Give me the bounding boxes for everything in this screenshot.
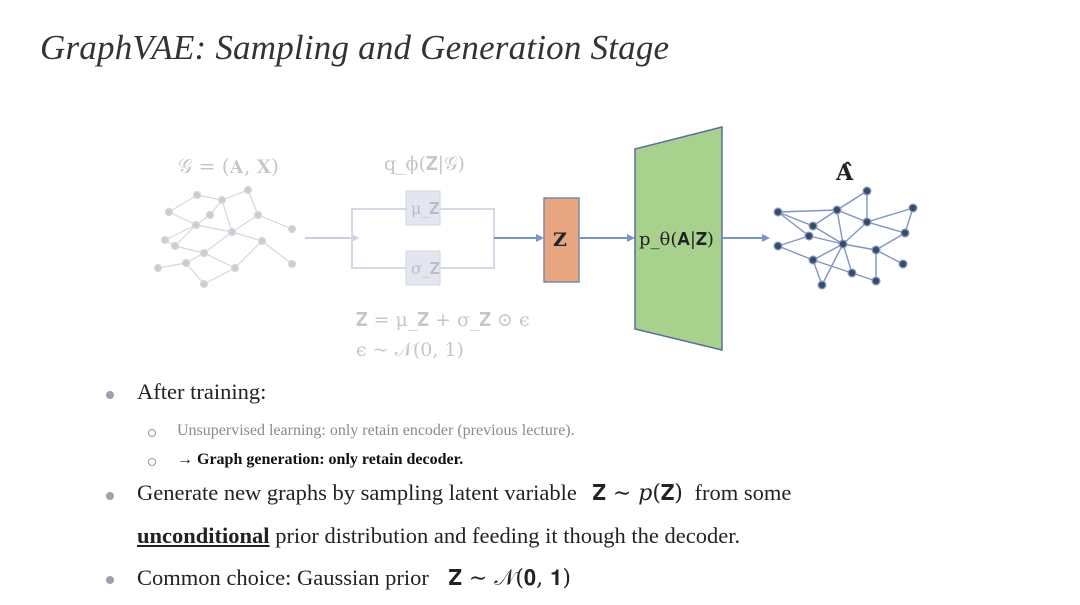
encoder-label: q_ϕ(𝐙|𝒢) bbox=[384, 153, 465, 175]
z-box bbox=[543, 197, 580, 283]
slide-title: GraphVAE: Sampling and Generation Stage bbox=[40, 28, 670, 67]
bullet-dot bbox=[106, 576, 114, 584]
b3-math: 𝐙 ∼ 𝒩(𝟎, 𝟏) bbox=[448, 566, 571, 591]
b2-text1: Generate new graphs by sampling latent v… bbox=[137, 480, 577, 505]
reparam-equation: 𝐙 = μ_𝐙 + σ_𝐙 ⊙ ϵ bbox=[356, 309, 530, 331]
b3-text: Common choice: Gaussian prior bbox=[137, 565, 429, 590]
unconditional-emphasis: unconditional bbox=[137, 523, 270, 548]
z-label: 𝐙 bbox=[553, 229, 567, 251]
sigma-label: σ_𝐙 bbox=[411, 259, 440, 278]
decoder-trapezoid bbox=[634, 126, 723, 351]
b2-math: 𝐙 ∼ 𝑝(𝐙) bbox=[592, 481, 683, 506]
b2-line2-rest: prior distribution and feeding it though… bbox=[275, 523, 741, 548]
bullet-dot bbox=[106, 492, 114, 500]
output-graph bbox=[773, 186, 918, 290]
arrowhead-1 bbox=[352, 234, 359, 242]
input-graph bbox=[153, 185, 297, 289]
noise-equation: ϵ ~ 𝒩(0, 1) bbox=[356, 339, 464, 361]
bullet-after-training: After training: bbox=[137, 379, 267, 404]
sigma-box bbox=[405, 250, 441, 286]
bullet-common-choice: Common choice: Gaussian prior 𝐙 ∼ 𝒩(𝟎, 𝟏… bbox=[137, 565, 571, 591]
arrowhead-2 bbox=[536, 234, 544, 242]
arrowhead-4 bbox=[762, 234, 770, 242]
mu-box bbox=[405, 190, 441, 226]
sub2-text: Graph generation: only retain decoder. bbox=[197, 451, 464, 468]
arrowhead-3 bbox=[627, 234, 635, 242]
input-graph-label: 𝒢 = (𝐀, 𝐗) bbox=[178, 154, 279, 178]
bullet-generate-line2: unconditional prior distribution and fee… bbox=[137, 523, 740, 549]
bullet-generate-line1: Generate new graphs by sampling latent v… bbox=[137, 480, 791, 506]
bullet-dot bbox=[106, 391, 114, 399]
sub-bullet-graph-generation: → Graph generation: only retain decoder. bbox=[177, 451, 463, 469]
sub-bullet-unsupervised: Unsupervised learning: only retain encod… bbox=[177, 422, 575, 439]
sub-bullet-circle bbox=[148, 458, 156, 466]
sub-bullet-circle bbox=[148, 429, 156, 437]
b2-text2: from some bbox=[694, 480, 792, 505]
mu-label: μ_𝐙 bbox=[411, 199, 439, 218]
output-label: 𝐀̂ bbox=[835, 160, 854, 186]
arrow-glyph: → bbox=[177, 451, 193, 468]
decoder-label: p_θ(𝐀|𝐙) bbox=[639, 229, 714, 250]
